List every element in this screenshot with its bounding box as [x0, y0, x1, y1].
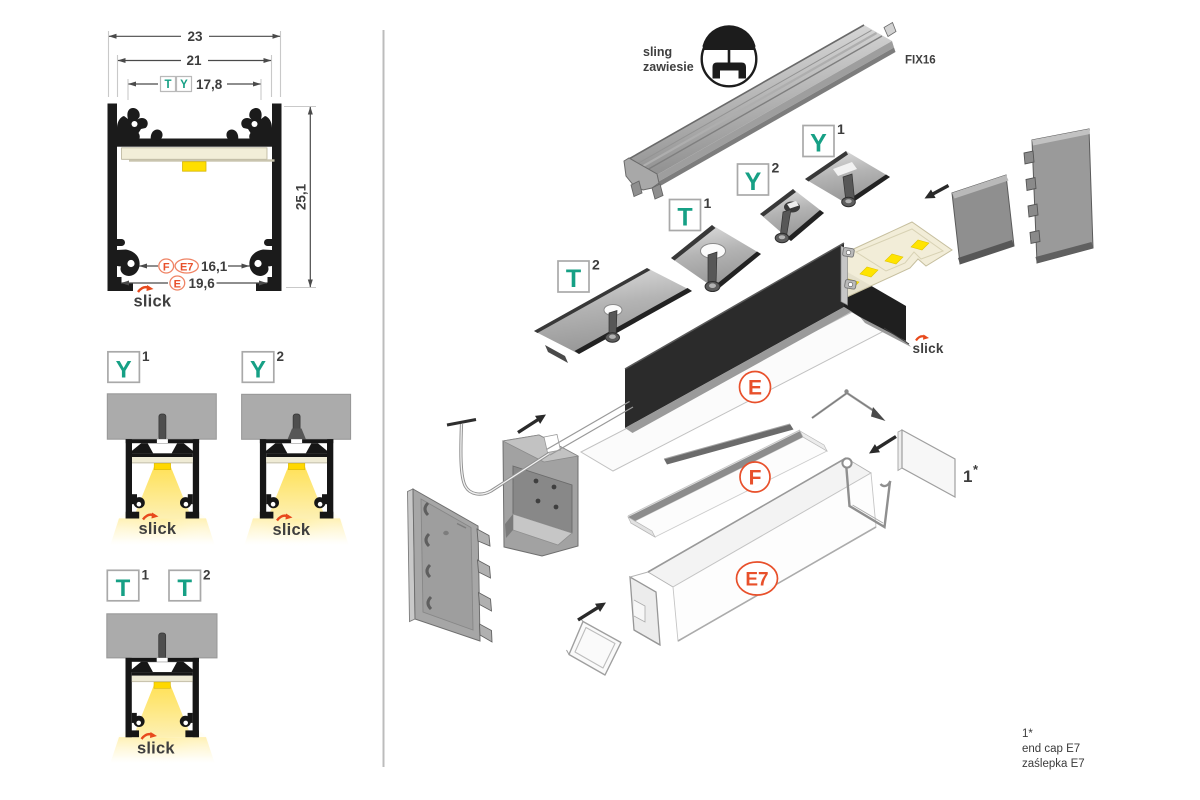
svg-text:19,6: 19,6 [189, 276, 216, 291]
svg-text:T: T [566, 265, 581, 293]
svg-text:E: E [748, 377, 762, 400]
svg-text:E: E [174, 278, 181, 290]
svg-text:1: 1 [142, 568, 150, 583]
svg-text:1*: 1* [1022, 728, 1033, 740]
svg-text:2: 2 [592, 257, 600, 273]
svg-text:T: T [177, 575, 192, 602]
svg-text:1: 1 [837, 121, 845, 137]
svg-text:1: 1 [704, 195, 712, 211]
svg-text:zaślepka E7: zaślepka E7 [1022, 758, 1085, 770]
svg-text:21: 21 [186, 53, 202, 68]
svg-text:Y: Y [250, 357, 266, 384]
svg-text:FIX16: FIX16 [905, 55, 936, 67]
svg-text:F: F [163, 261, 170, 273]
svg-text:T: T [677, 204, 692, 232]
svg-text:25,1: 25,1 [294, 183, 309, 210]
svg-text:2: 2 [203, 568, 211, 583]
svg-text:E7: E7 [180, 261, 193, 273]
svg-text:17,8: 17,8 [196, 77, 223, 92]
svg-text:23: 23 [187, 29, 203, 44]
svg-text:2: 2 [277, 349, 285, 364]
svg-text:sling: sling [643, 45, 672, 59]
svg-text:end cap E7: end cap E7 [1022, 743, 1080, 755]
svg-text:F: F [749, 467, 762, 490]
svg-text:Y: Y [745, 168, 762, 196]
svg-text:*: * [973, 462, 979, 477]
svg-text:16,1: 16,1 [201, 259, 228, 274]
svg-text:1: 1 [963, 467, 972, 486]
svg-text:E7: E7 [745, 570, 768, 591]
svg-text:zawiesie: zawiesie [643, 60, 694, 74]
svg-text:Y: Y [180, 79, 188, 91]
svg-text:T: T [164, 79, 171, 91]
svg-text:Y: Y [116, 357, 132, 384]
svg-text:Y: Y [810, 130, 827, 158]
svg-text:2: 2 [772, 160, 780, 176]
svg-text:1: 1 [142, 349, 150, 364]
svg-text:T: T [116, 575, 131, 602]
svg-text:slick: slick [913, 341, 944, 356]
